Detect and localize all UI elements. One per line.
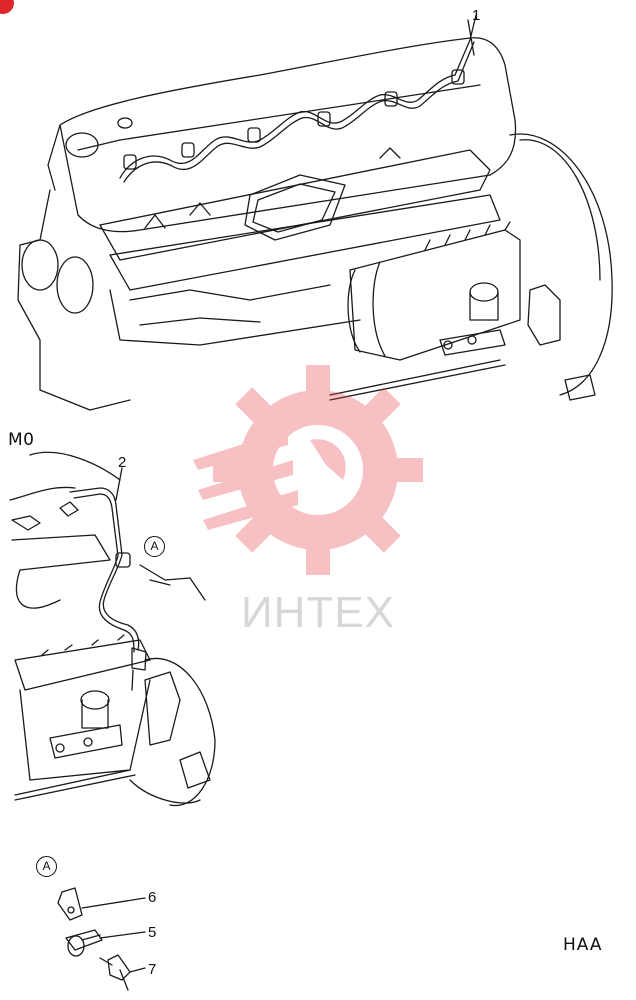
engine-model-label: M0 [8, 430, 35, 450]
clamp-part-5 [65, 929, 103, 951]
watermark-gear-icon [193, 365, 423, 575]
group-code: HAA [563, 935, 603, 955]
callout-7: 7 [148, 961, 157, 978]
view-marker-a: A [144, 536, 165, 557]
detail-marker-a: A [36, 856, 57, 877]
callout-1: 1 [472, 7, 481, 24]
injector-pipe-2 [69, 487, 140, 651]
corner-badge [0, 0, 14, 14]
clip-part-6 [57, 887, 83, 921]
callout-5: 5 [148, 924, 157, 941]
injection-pump [329, 221, 521, 401]
callout-2: 2 [118, 454, 127, 471]
flywheel-housing [509, 133, 613, 401]
lower-view [9, 451, 216, 807]
watermark-brand-text: ИНТЕХ [241, 588, 395, 637]
injector-pipe-1 [119, 14, 477, 183]
detail-a-parts [57, 19, 475, 991]
bolt-part-7 [107, 954, 131, 981]
callout-6: 6 [148, 889, 157, 906]
engine-block [17, 189, 501, 411]
